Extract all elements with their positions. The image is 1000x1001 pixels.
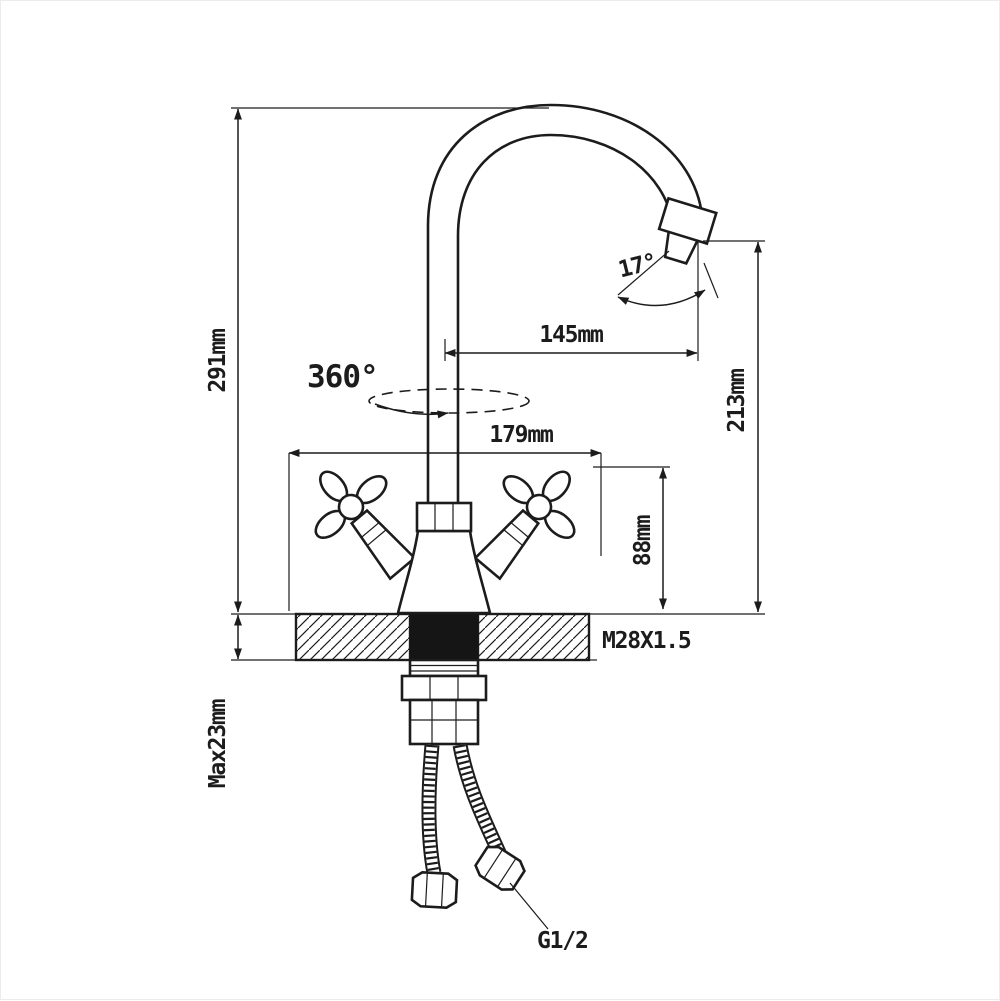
- handle-stem-ring: [510, 522, 529, 538]
- hex-nut: [410, 871, 459, 909]
- left-cross-handle: [314, 470, 417, 581]
- dimension-outlet-height: 213mm: [703, 240, 765, 613]
- deck-thickness-label: Max23mm: [205, 699, 231, 788]
- dimension-body-height: 88mm: [593, 466, 670, 610]
- spout-inner-curve: [456, 133, 675, 504]
- counter-slab-right: [476, 612, 591, 662]
- mounting-hardware: [400, 658, 488, 746]
- mount-thread-label: M28X1.5: [602, 628, 691, 654]
- spout-nozzle: [663, 231, 699, 265]
- hex-nut-facet: [497, 858, 516, 887]
- body-bell: [396, 529, 492, 615]
- faucet-body: [396, 501, 492, 615]
- handle-stem: [473, 508, 541, 581]
- left-hose-braid: [423, 744, 440, 875]
- angle-arc: [617, 289, 706, 307]
- hex-nut: [474, 845, 526, 891]
- swivel-annotation: 360°: [307, 359, 530, 419]
- hex-nut-facet: [440, 874, 444, 907]
- spout-angle-label: 17°: [616, 249, 659, 283]
- body-collar: [415, 501, 473, 533]
- gooseneck-spout: [426, 103, 718, 504]
- swivel-label: 360°: [307, 359, 378, 395]
- angle-reference-line: [703, 262, 719, 299]
- dim-spout-reach-label: 145mm: [539, 322, 603, 348]
- right-hose-braid: [454, 744, 506, 858]
- left-hose-nut: [410, 871, 459, 909]
- hose-thread-annotation: G1/2: [509, 882, 589, 954]
- hex-nut-facet: [484, 850, 503, 878]
- spout-collar: [657, 196, 718, 246]
- right-hose-nut: [474, 845, 526, 891]
- dimension-overall-height: 291mm: [205, 107, 549, 613]
- dim-body-height-label: 88mm: [630, 515, 656, 566]
- mounting-shank-block: [410, 614, 478, 660]
- right-cross-handle: [473, 470, 576, 581]
- swivel-arrow: [374, 403, 449, 419]
- mounting-nut: [400, 674, 488, 702]
- dimension-spout-reach: 145mm: [444, 241, 699, 361]
- handle-stem-ring: [361, 522, 380, 538]
- angle-reference-line: [617, 250, 670, 296]
- swivel-dashed-ellipse: [368, 388, 530, 414]
- supply-hoses: [410, 743, 526, 909]
- dim-overall-height-label: 291mm: [205, 329, 231, 393]
- dimension-deck-thickness: Max23mm: [205, 614, 242, 788]
- coupling-body: [408, 698, 480, 746]
- shank-thread-section: [408, 658, 480, 678]
- handle-hub: [525, 493, 553, 521]
- handle-stem-ring: [503, 529, 524, 547]
- counter-slab-left: [294, 612, 412, 662]
- hose-thread-label: G1/2: [537, 928, 588, 954]
- leader-line: [509, 882, 549, 930]
- handle-stem-ring: [366, 529, 387, 547]
- dim-handle-span-label: 179mm: [489, 422, 553, 448]
- spout-tip: [657, 196, 718, 265]
- hex-nut-facet: [424, 873, 428, 906]
- mount-thread-annotation: M28X1.5: [602, 628, 692, 654]
- handle-hub: [337, 493, 365, 521]
- countertop: [231, 612, 765, 662]
- dim-outlet-height-label: 213mm: [724, 369, 750, 433]
- spout-outer-curve: [426, 103, 704, 504]
- dimension-handle-span: 179mm: [288, 422, 602, 611]
